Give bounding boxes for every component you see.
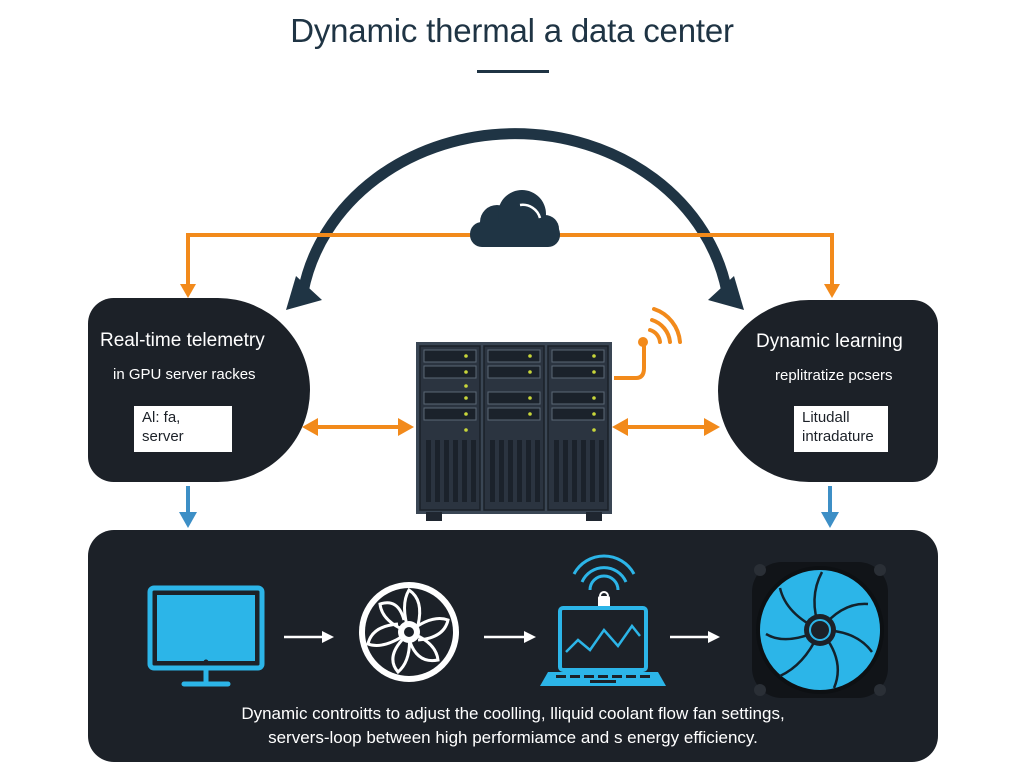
learning-subtitle: replitratize pcsers (775, 367, 893, 384)
flow-arrow-1 (284, 631, 334, 643)
telemetry-box-line1: Al: fa, (142, 409, 181, 426)
learning-box-line2: intradature (802, 428, 874, 445)
feedback-arc (286, 128, 744, 310)
orange-arrow-right (612, 418, 720, 436)
laptop-wave-icon (540, 554, 666, 686)
cloud-icon (470, 190, 560, 247)
server-rack-icon (416, 342, 612, 521)
page-title: Dynamic thermal a data center (290, 12, 734, 49)
blue-arrow-right (821, 486, 839, 528)
blue-arrow-left (179, 486, 197, 528)
fan-outline-icon (359, 582, 459, 682)
caption-line-2: servers-loop between high performiamce a… (268, 728, 758, 747)
telemetry-subtitle: in GPU server rackes (113, 366, 256, 383)
arc-arrowhead-right (708, 276, 744, 310)
caption-line-1: Dynamic controitts to adjust the coollin… (241, 704, 785, 723)
learning-title: Dynamic learning (756, 331, 903, 352)
learning-box-line1: Litudall (802, 409, 850, 426)
flow-arrow-2 (484, 631, 536, 643)
telemetry-panel: Real-time telemetry in GPU server rackes… (88, 298, 310, 482)
telemetry-label-box: Al: fa, server (134, 406, 232, 452)
telemetry-box-line2: server (142, 428, 184, 445)
monitor-icon (147, 585, 265, 687)
arc-arrowhead-left (286, 276, 322, 310)
learning-label-box: Litudall intradature (794, 406, 888, 452)
title-underline (477, 70, 549, 73)
telemetry-title: Real-time telemetry (100, 330, 265, 351)
wifi-signal-icon (614, 307, 682, 380)
cooling-fan-icon (752, 562, 888, 698)
flow-arrow-3 (670, 631, 720, 643)
learning-panel: Dynamic learning replitratize pcsers Lit… (718, 300, 938, 482)
orange-arrow-left (302, 418, 414, 436)
